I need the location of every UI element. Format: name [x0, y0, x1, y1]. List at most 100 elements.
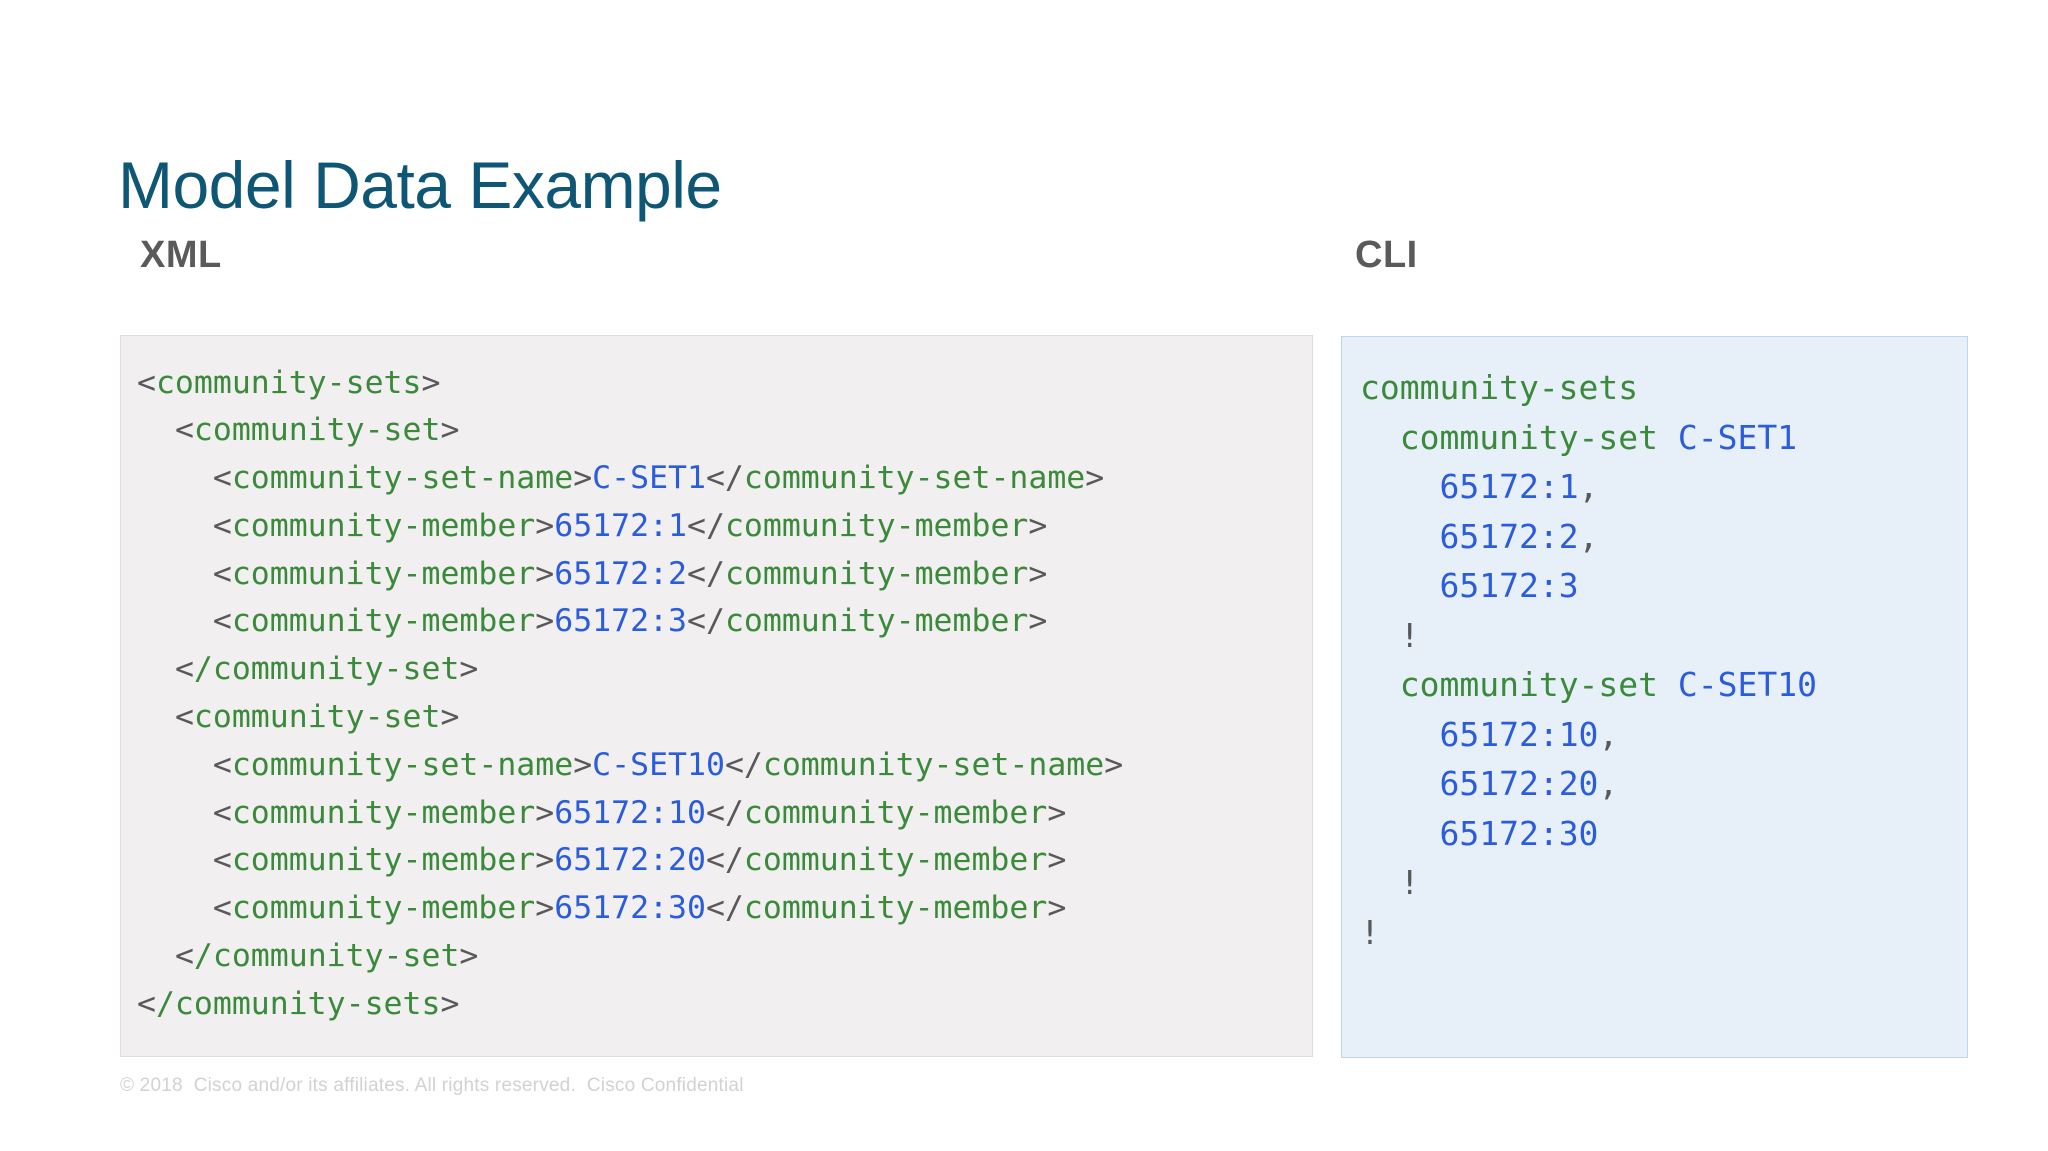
code-token-value: 65172:1	[554, 507, 687, 544]
code-token-punct: >	[440, 412, 460, 449]
code-line: <community-member>65172:3</community-mem…	[137, 598, 1312, 646]
code-token-punct: >	[459, 938, 479, 975]
code-line: </community-set>	[137, 933, 1312, 981]
code-token-tag: /community-set	[193, 651, 460, 688]
code-token-cmd: community-sets	[1360, 368, 1639, 407]
code-token-comma: ,	[1578, 516, 1599, 556]
code-token-value: 65172:3	[554, 603, 687, 640]
column-heading-xml: XML	[140, 234, 222, 276]
code-token-arg: 65172:1	[1439, 467, 1579, 506]
code-line: 65172:10,	[1360, 710, 1967, 760]
code-token-punct: <	[174, 651, 194, 688]
code-token-punct: >	[1047, 842, 1067, 879]
code-token-plain	[1658, 418, 1678, 457]
code-token-tag: community-member	[724, 603, 1029, 640]
code-token-value: C-SET10	[592, 746, 725, 783]
code-token-punct: >	[1028, 603, 1048, 640]
code-token-punct: <	[212, 890, 232, 927]
code-line: 65172:20,	[1360, 759, 1967, 809]
code-token-punct: </	[705, 460, 744, 497]
code-token-arg: C-SET1	[1677, 417, 1798, 457]
code-line: !	[1360, 908, 1967, 958]
code-token-punct: >	[535, 555, 555, 592]
code-token-tag: community-set-name	[743, 460, 1086, 497]
code-token-punct: >	[535, 890, 555, 927]
code-token-comma: ,	[1598, 764, 1619, 803]
code-token-tag: community-member	[743, 842, 1048, 879]
column-heading-cli: CLI	[1355, 234, 1418, 276]
code-line: !	[1360, 858, 1967, 908]
code-token-punct: >	[535, 603, 555, 640]
code-token-tag: community-set-name	[231, 746, 574, 783]
page-title: Model Data Example	[118, 148, 722, 223]
code-token-punct: </	[705, 890, 744, 927]
code-token-tag: community-set	[193, 412, 441, 449]
code-line: community-set C-SET10	[1360, 660, 1967, 710]
code-token-punct: <	[212, 794, 232, 831]
code-token-punct: </	[687, 555, 725, 592]
code-token-plain	[1658, 665, 1678, 704]
code-token-value: 65172:2	[554, 555, 687, 592]
code-line: </community-set>	[137, 646, 1312, 694]
code-line: community-set C-SET1	[1360, 413, 1967, 463]
code-token-bang: !	[1360, 912, 1380, 952]
code-token-punct: >	[421, 364, 441, 401]
code-token-tag: community-member	[743, 794, 1048, 831]
code-token-punct: </	[724, 746, 763, 783]
code-token-punct: >	[1028, 507, 1048, 544]
code-token-punct: >	[535, 794, 555, 831]
code-token-comma: ,	[1578, 467, 1599, 506]
code-token-tag: community-member	[231, 890, 536, 927]
code-token-arg: 65172:20	[1439, 764, 1599, 803]
code-token-punct: </	[705, 794, 744, 831]
code-token-punct: >	[440, 699, 460, 736]
code-token-punct: <	[212, 842, 232, 879]
code-token-value: 65172:10	[554, 794, 706, 831]
code-token-punct: <	[174, 699, 194, 736]
code-token-punct: <	[137, 985, 156, 1022]
code-token-punct: >	[1047, 890, 1067, 927]
code-token-punct: </	[687, 603, 725, 640]
code-line: community-sets	[1360, 363, 1967, 413]
code-token-punct: >	[535, 507, 555, 544]
code-token-punct: <	[137, 364, 156, 401]
code-line: <community-set>	[137, 694, 1312, 742]
code-token-tag: /community-sets	[155, 985, 441, 1022]
code-line: <community-sets>	[137, 360, 1312, 408]
code-line: </community-sets>	[137, 981, 1312, 1029]
code-token-tag: community-member	[231, 842, 536, 879]
code-token-tag: community-member	[231, 555, 536, 592]
code-line: <community-member>65172:20</community-me…	[137, 837, 1312, 885]
code-token-tag: community-member	[231, 507, 536, 544]
code-token-cmd: community-set	[1399, 417, 1659, 457]
code-line: <community-set-name>C-SET10</community-s…	[137, 742, 1312, 790]
code-line: <community-member>65172:1</community-mem…	[137, 503, 1312, 551]
code-token-punct: >	[573, 460, 593, 497]
code-token-arg: 65172:3	[1439, 566, 1579, 605]
code-token-punct: >	[573, 746, 593, 783]
code-token-tag: community-set-name	[762, 746, 1105, 783]
code-token-punct: >	[440, 985, 460, 1022]
code-token-tag: community-member	[724, 507, 1029, 544]
code-token-punct: </	[705, 842, 744, 879]
code-token-tag: community-set-name	[231, 460, 574, 497]
code-token-punct: >	[459, 651, 479, 688]
code-line: 65172:3	[1360, 561, 1967, 611]
code-token-punct: <	[212, 460, 232, 497]
code-token-arg: 65172:2	[1439, 516, 1579, 556]
code-token-punct: >	[1085, 460, 1105, 497]
code-line: <community-set>	[137, 407, 1312, 455]
code-token-arg: 65172:30	[1439, 813, 1599, 853]
code-token-cmd: community-set	[1399, 665, 1659, 704]
code-token-punct: >	[535, 842, 555, 879]
code-token-punct: <	[212, 746, 232, 783]
code-token-arg: 65172:10	[1439, 714, 1599, 754]
xml-code-block: <community-sets> <community-set> <commun…	[120, 334, 1313, 1057]
code-token-bang: !	[1399, 615, 1420, 655]
code-line: 65172:1,	[1360, 462, 1967, 512]
code-token-bang: !	[1399, 863, 1420, 902]
code-line: <community-member>65172:30</community-me…	[137, 885, 1312, 933]
code-token-punct: >	[1028, 555, 1048, 592]
code-token-tag: community-member	[724, 555, 1029, 592]
